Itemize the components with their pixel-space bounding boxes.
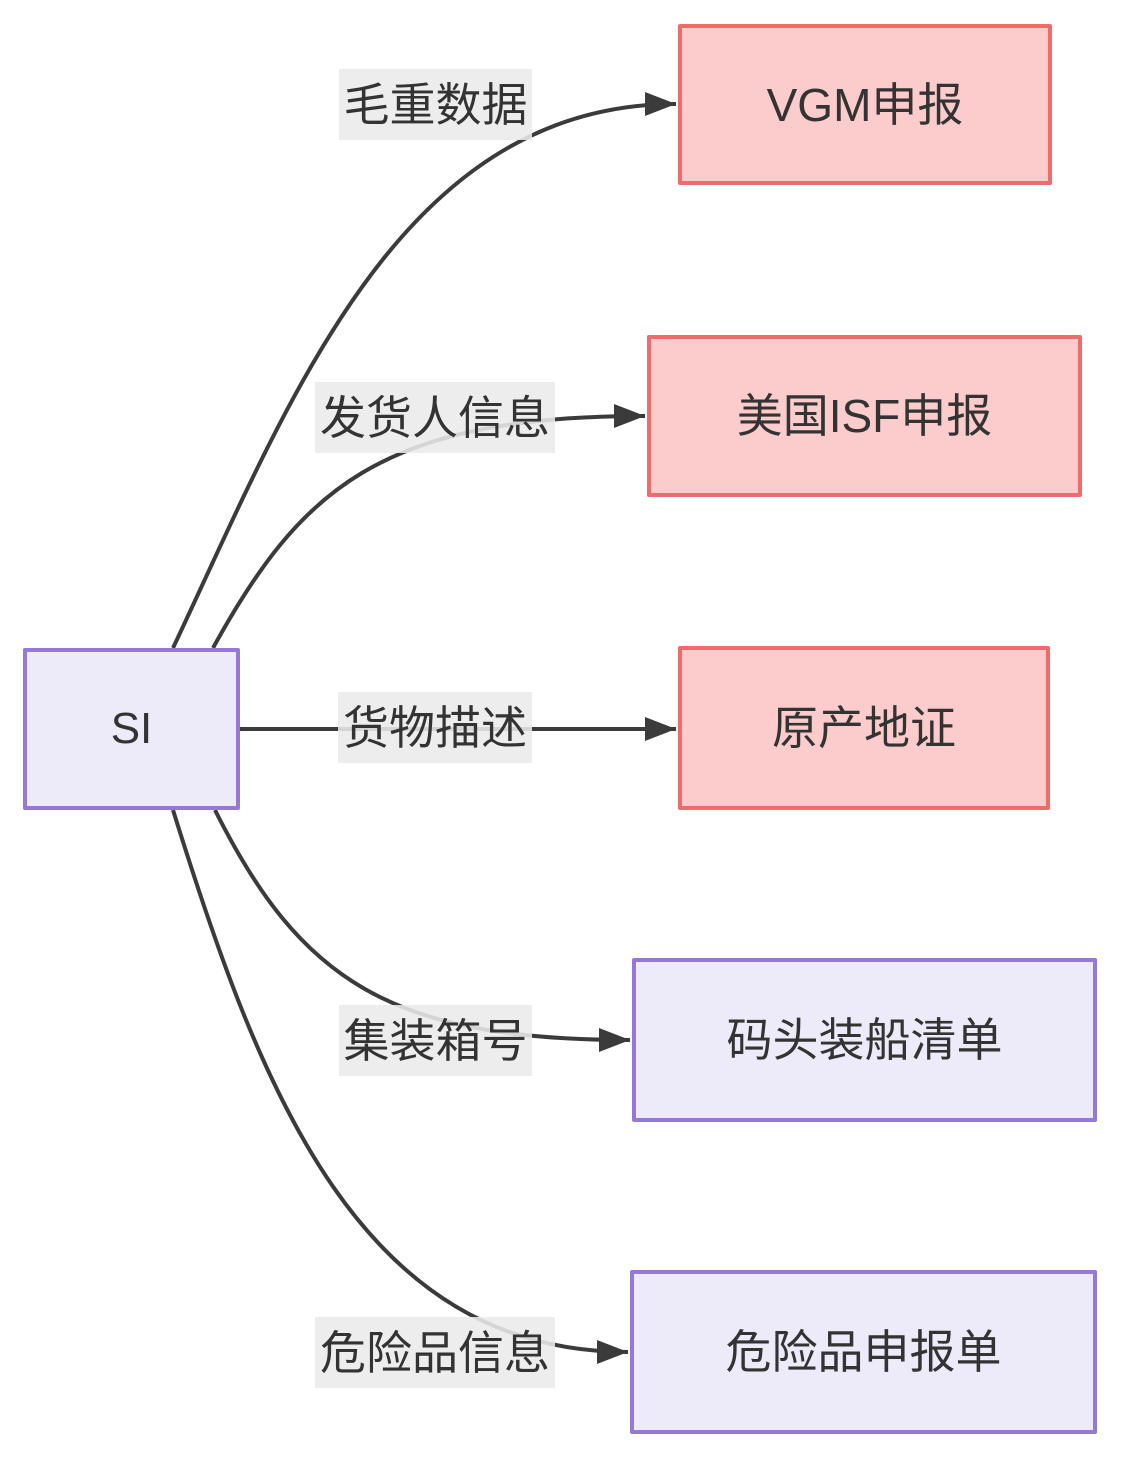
edge-line-dangerous-goods-info — [171, 809, 629, 1364]
node-us-isf-declaration: 美国ISF申报 — [647, 335, 1082, 497]
edge-label-gross-weight-data: 毛重数据 — [339, 69, 532, 140]
edge-label-cargo-description: 货物描述 — [338, 692, 532, 763]
edge-label-container-number: 集装箱号 — [339, 1005, 532, 1076]
edge-line-container-number — [213, 809, 631, 1052]
node-dangerous-goods-declaration: 危险品申报单 — [630, 1270, 1097, 1434]
node-vgm-declaration: VGM申报 — [678, 24, 1052, 185]
edge-label-shipper-info: 发货人信息 — [315, 382, 555, 453]
node-si: SI — [23, 648, 240, 810]
node-certificate-of-origin: 原产地证 — [678, 646, 1050, 810]
edge-label-dangerous-goods-info: 危险品信息 — [315, 1317, 555, 1388]
node-terminal-loading-list: 码头装船清单 — [632, 958, 1097, 1122]
edge-line-gross-weight-data — [171, 92, 677, 649]
